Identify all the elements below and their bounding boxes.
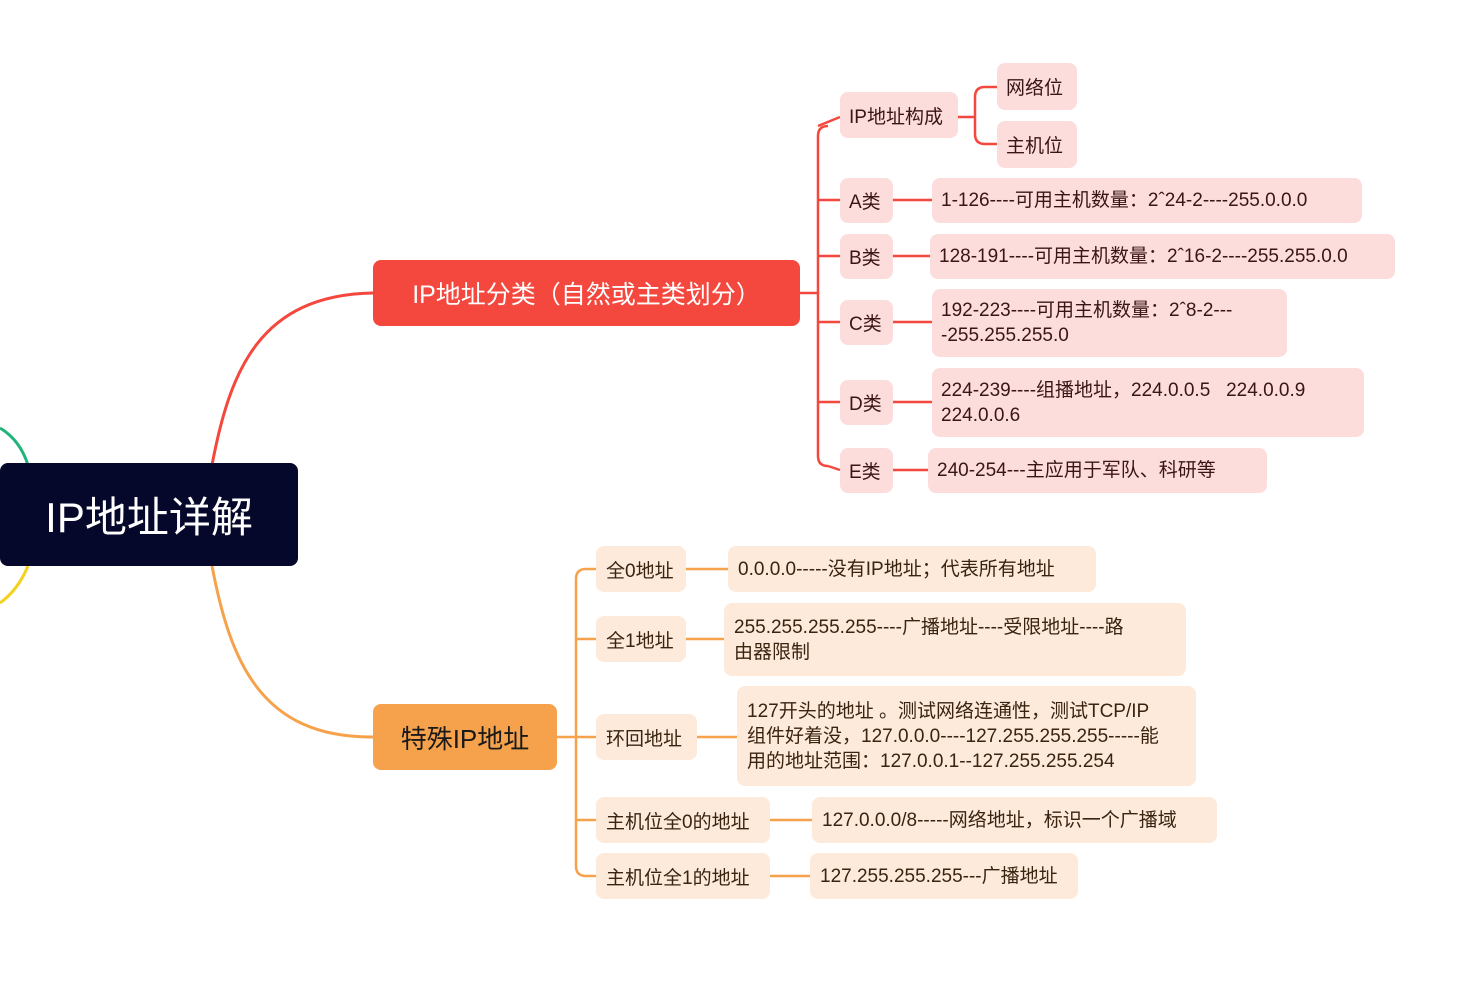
host-bits-node[interactable]: 主机位	[997, 121, 1077, 168]
class-e-detail[interactable]: 240-254---主应用于军队、科研等	[928, 448, 1267, 493]
class-c-detail[interactable]: 192-223----可用主机数量：2ˆ8-2--- -255.255.255.…	[932, 289, 1287, 357]
host-all-one-node[interactable]: 主机位全1的地址	[596, 853, 770, 899]
class-e-node[interactable]: E类	[840, 448, 893, 493]
class-b-detail[interactable]: 128-191----可用主机数量：2ˆ16-2----255.255.0.0	[930, 234, 1395, 279]
host-all-one-detail[interactable]: 127.255.255.255---广播地址	[810, 853, 1078, 899]
left-branch-green	[0, 426, 30, 466]
class-a-detail[interactable]: 1-126----可用主机数量：2ˆ24-2----255.0.0.0	[932, 178, 1362, 223]
all-one-node[interactable]: 全1地址	[596, 616, 686, 662]
all-one-detail[interactable]: 255.255.255.255----广播地址----受限地址----路 由器限…	[724, 603, 1186, 676]
network-bits-node[interactable]: 网络位	[997, 63, 1077, 110]
class-c-node[interactable]: C类	[840, 300, 893, 345]
class-d-node[interactable]: D类	[840, 380, 893, 425]
left-branch-yellow	[0, 565, 30, 605]
root-to-classification	[210, 291, 374, 466]
loopback-detail[interactable]: 127开头的地址 。测试网络连通性，测试TCP/IP 组件好着没，127.0.0…	[737, 686, 1196, 786]
classification-node[interactable]: IP地址分类（自然或主类划分）	[373, 260, 800, 326]
all-zero-node[interactable]: 全0地址	[596, 546, 686, 592]
root-to-special	[210, 565, 374, 739]
class-a-node[interactable]: A类	[840, 178, 893, 223]
composition-node[interactable]: IP地址构成	[840, 92, 958, 138]
host-all-zero-node[interactable]: 主机位全0的地址	[596, 797, 770, 843]
all-zero-detail[interactable]: 0.0.0.0-----没有IP地址；代表所有地址	[728, 546, 1096, 592]
special-node[interactable]: 特殊IP地址	[373, 704, 557, 770]
loopback-node[interactable]: 环回地址	[596, 714, 697, 760]
class-b-node[interactable]: B类	[840, 234, 893, 279]
host-all-zero-detail[interactable]: 127.0.0.0/8-----网络地址，标识一个广播域	[812, 797, 1217, 843]
root-node[interactable]: IP地址详解	[0, 463, 298, 566]
class-d-detail[interactable]: 224-239----组播地址，224.0.0.5 224.0.0.9 224.…	[932, 368, 1364, 437]
